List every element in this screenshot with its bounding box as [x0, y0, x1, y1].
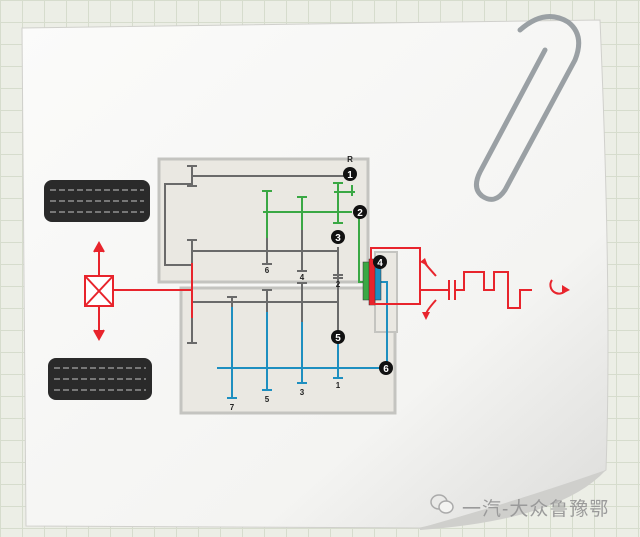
- label-gear-1: 1: [336, 381, 341, 390]
- gray-shafts: [164, 165, 347, 344]
- tire-top: [44, 180, 150, 222]
- label-gear-6: 6: [265, 266, 270, 275]
- paper-clip-icon: [474, 14, 582, 202]
- tire-bottom: [48, 358, 152, 400]
- odd-housing: [179, 286, 397, 415]
- label-gear-7: 7: [230, 403, 235, 412]
- watermark-text: 一汽-大众鲁豫鄂: [462, 499, 610, 520]
- dual-clutch: [362, 247, 421, 306]
- badge-2: 2: [357, 208, 363, 219]
- paper-curl: [420, 470, 606, 530]
- differential: [84, 240, 192, 342]
- badge-1: 1: [347, 170, 353, 181]
- badges: [331, 167, 393, 375]
- label-gear-3: 3: [300, 388, 305, 397]
- even-input-shaft: [262, 182, 364, 283]
- label-gear-2: 2: [336, 280, 341, 289]
- label-gear-4: 4: [300, 273, 305, 282]
- badge-4: 4: [377, 258, 383, 269]
- badge-5: 5: [335, 333, 341, 344]
- odd-input-shaft: [217, 281, 388, 399]
- label-gear-5: 5: [265, 395, 270, 404]
- badge-3: 3: [335, 233, 341, 244]
- label-reverse: R: [347, 155, 353, 164]
- wechat-icon: [430, 494, 454, 514]
- badge-6: 6: [383, 364, 389, 375]
